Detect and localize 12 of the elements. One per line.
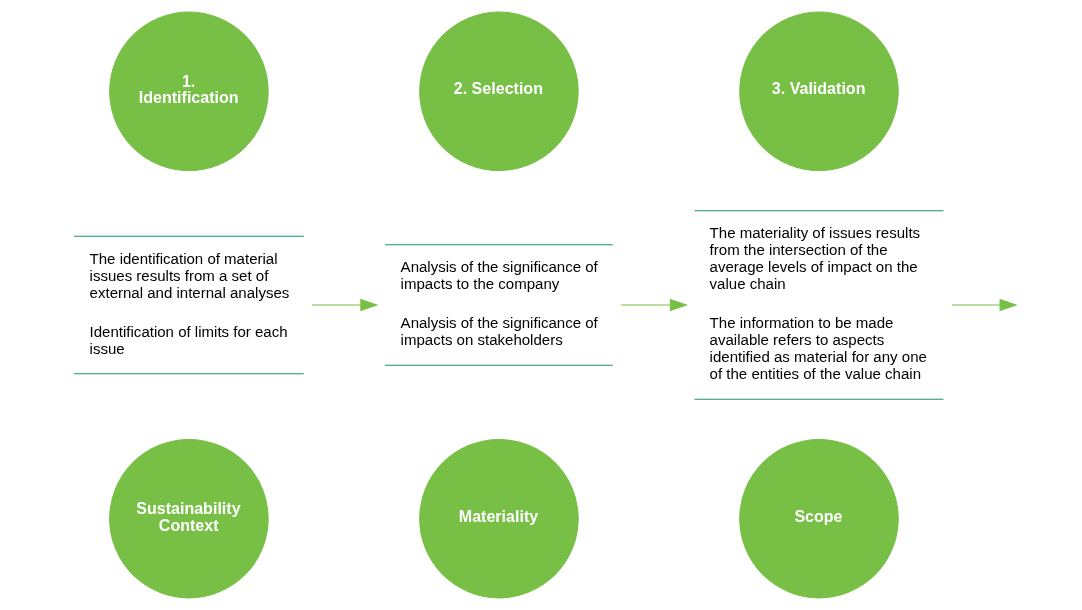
node-text: The identification of material issues results from a set of external and internal analyses Identification of limits for each issue (89, 249, 289, 358)
node-text: Analysis of the significance of impacts to the company Analysis of the significance of impacts on stakeholders (400, 257, 598, 349)
arrow (310, 298, 377, 312)
arrow (950, 298, 1017, 312)
node-circle: Scope (738, 438, 899, 599)
node-circle: 1. Identification (108, 11, 269, 172)
node-circle: Materiality (418, 438, 579, 599)
node-circle: 2. Selection (418, 11, 579, 172)
node-circle: Sustainability Context (108, 438, 269, 599)
node-text: The materiality of issues results from the intersection of the average levels of impact on the value chain The information to be made available refers to aspects identified as material for any one of the entities of the value chain (709, 223, 927, 383)
arrow (620, 298, 687, 312)
node-circle: 3. Validation (738, 11, 899, 172)
